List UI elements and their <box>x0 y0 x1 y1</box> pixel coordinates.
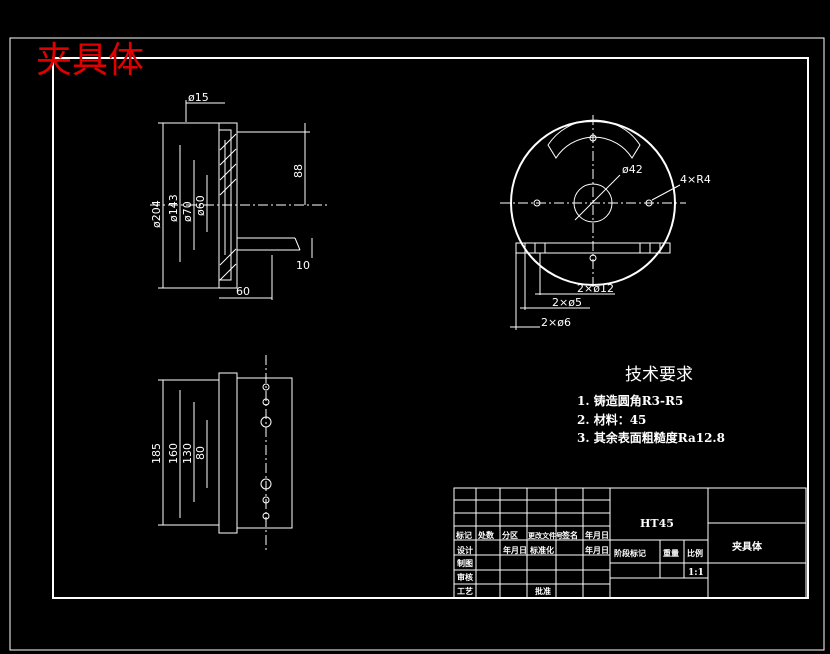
tb-label-design: 设计 <box>457 545 473 555</box>
side-view <box>158 355 293 550</box>
dim-185: 185 <box>150 443 163 464</box>
tb-label-zone: 分区 <box>502 530 518 540</box>
dim-d42: ø42 <box>622 163 643 176</box>
dim-2xd12: 2×ø12 <box>577 282 614 295</box>
dim-d60: ø60 <box>194 195 207 216</box>
dim-4xR4: 4×R4 <box>680 173 711 186</box>
dim-d143: ø143 <box>167 194 180 222</box>
outer-frame <box>9 37 825 651</box>
dim-2xd5: 2×ø5 <box>552 296 582 309</box>
material-label: HT45 <box>640 517 674 530</box>
dim-d70: ø70 <box>181 201 194 222</box>
title-block-lines <box>453 487 807 599</box>
tech-req-item-1: 1. 铸造圆角R3-R5 <box>577 393 683 408</box>
tech-req-title: 技术要求 <box>625 365 693 385</box>
plan-view <box>500 115 686 330</box>
tb-label-standard: 标准化 <box>529 545 554 555</box>
dim-160: 160 <box>167 443 180 464</box>
dim-60: 60 <box>236 285 250 298</box>
dim-2xd6: 2×ø6 <box>541 316 571 329</box>
part-name-label: 夹具体 <box>732 540 763 553</box>
tb-label-check: 审核 <box>457 572 473 582</box>
dim-88: 88 <box>292 164 305 178</box>
scale-value: 1:1 <box>688 568 704 578</box>
tb-label-weight: 重量 <box>663 548 679 558</box>
dim-d15: ø15 <box>188 91 209 104</box>
tech-req-item-3: 3. 其余表面粗糙度Ra12.8 <box>577 430 725 445</box>
dim-10: 10 <box>296 259 310 272</box>
dim-130: 130 <box>181 443 194 464</box>
front-section-view <box>150 100 330 300</box>
tb-label-change-doc: 更改文件号 <box>528 531 563 540</box>
dim-d204: ø204 <box>150 200 163 228</box>
tb-label-sign: 签名 <box>561 530 578 540</box>
tb-label-mark: 标记 <box>455 530 472 540</box>
inner-frame <box>52 57 809 599</box>
tb-label-count: 处数 <box>477 530 495 540</box>
tb-label-draw: 制图 <box>457 558 473 568</box>
dim-80: 80 <box>194 446 207 460</box>
tb-label-approve: 批准 <box>535 586 551 596</box>
tech-req-item-2: 2. 材料：45 <box>577 412 646 427</box>
tb-label-scale: 比例 <box>687 548 703 558</box>
drawing-title: 夹具体 <box>36 40 144 81</box>
tb-label-date1: 年月日 <box>585 530 609 540</box>
tb-label-stage: 阶段标记 <box>614 548 646 558</box>
tb-label-date3: 年月日 <box>585 545 609 555</box>
tb-label-process: 工艺 <box>457 586 473 596</box>
tb-label-date2: 年月日 <box>503 545 527 555</box>
